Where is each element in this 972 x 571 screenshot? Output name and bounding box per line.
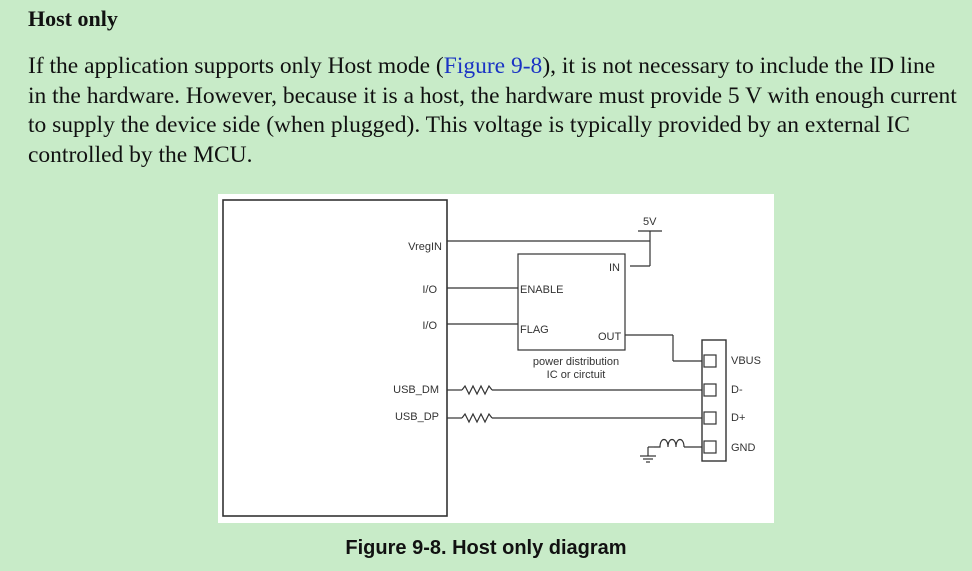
para-text-after: ), it is not necessary to include the ID… (28, 53, 957, 168)
pin-gnd (703, 440, 717, 454)
usb-connector (701, 339, 727, 462)
ic-label-line2: IC or circtuit (547, 369, 606, 381)
pin-label-usb-dp: USB_DP (395, 411, 439, 423)
ic-pin-in: IN (609, 262, 620, 274)
pin-label-usb-dm: USB_DM (393, 384, 439, 396)
pin-label-io2: I/O (422, 320, 437, 332)
pin-dm (703, 383, 717, 397)
ic-pin-enable: ENABLE (520, 284, 563, 296)
ic-pin-out: OUT (598, 331, 622, 343)
figure-caption: Figure 9-8. Host only diagram (345, 537, 627, 559)
schematic: VregIN I/O I/O USB_DM USB_DP 5V IN ENABL… (222, 199, 761, 517)
mcu-block (222, 199, 448, 517)
figure-link[interactable]: Figure 9-8 (443, 53, 543, 79)
power-ic-box (517, 253, 626, 351)
pin-vbus (703, 354, 717, 368)
host-only-diagram: VregIN I/O I/O USB_DM USB_DP 5V IN ENABL… (218, 194, 774, 523)
connector-label-dp: D+ (731, 412, 745, 424)
section-heading: Host only (28, 6, 118, 31)
supply-5v-label: 5V (643, 216, 657, 228)
connector-label-dm: D- (731, 384, 743, 396)
body-paragraph: If the application supports only Host mo… (28, 52, 958, 170)
connector-label-gnd: GND (731, 442, 756, 454)
para-text-before: If the application supports only Host mo… (28, 53, 444, 79)
ic-label-line1: power distribution (533, 356, 619, 368)
ic-pin-flag: FLAG (520, 324, 549, 336)
pin-label-vregin: VregIN (408, 241, 442, 253)
pin-label-io1: I/O (422, 284, 437, 296)
pin-dp (703, 411, 717, 425)
connector-label-vbus: VBUS (731, 355, 761, 367)
